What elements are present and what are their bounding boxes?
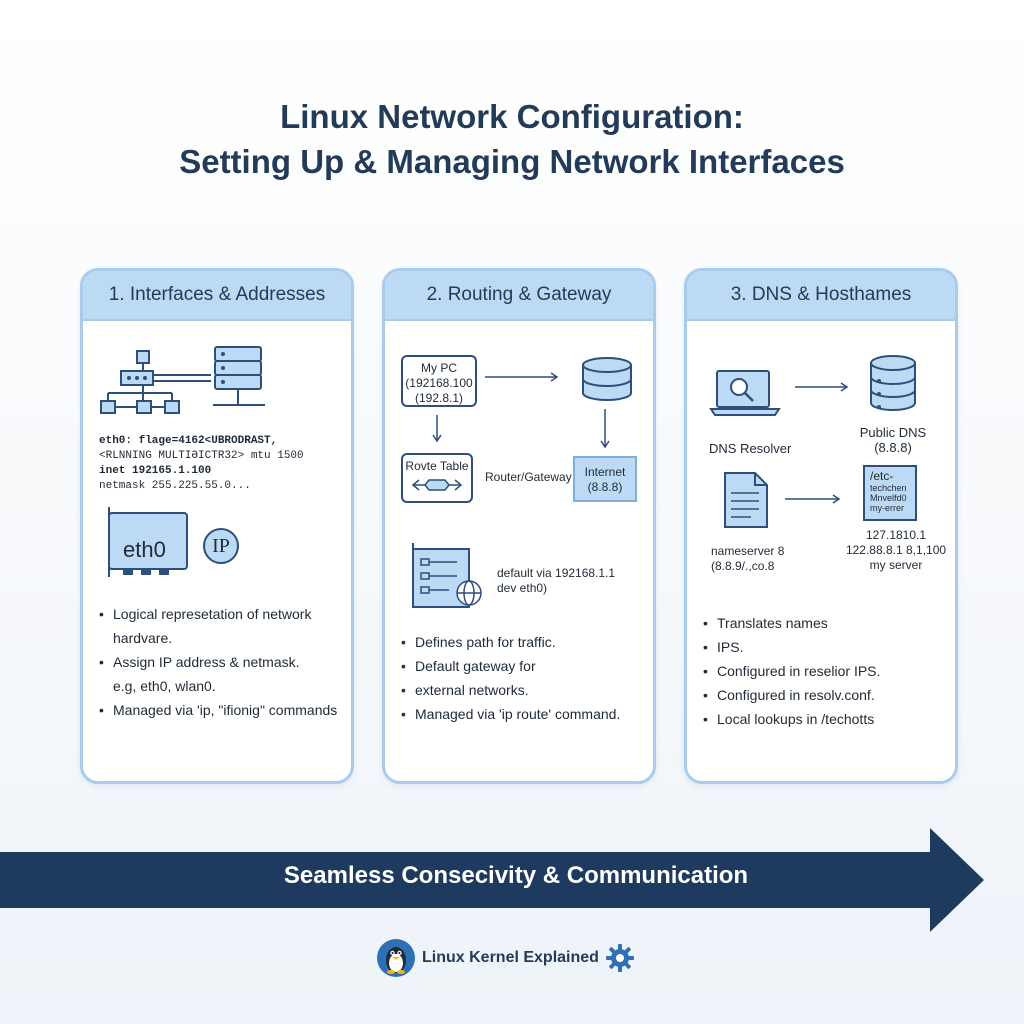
bullet-item: Logical represetation of networkhardvare… xyxy=(99,602,343,650)
gear-icon xyxy=(605,944,634,972)
my-pc-ip: (192168.100 xyxy=(405,376,473,390)
my-pc-label: My PC xyxy=(421,361,457,375)
route-table-label: Rovte Table xyxy=(405,459,469,473)
hosts-line: 127.1810.1 xyxy=(865,528,927,542)
server-rack-icon xyxy=(213,346,265,406)
bullet-item: Assign IP address & netmask.e.g, eth0, w… xyxy=(99,650,343,698)
network-card-icon xyxy=(108,507,188,577)
panel-interfaces-heading: 1. Interfaces & Addresses xyxy=(83,271,351,321)
bullet-item: Managed via 'ip, "ifionig" commands xyxy=(99,698,343,722)
public-dns-label: Public DNS (8.8.8) xyxy=(843,425,943,455)
router-gateway-label: Router/Gateway xyxy=(485,470,572,484)
hosts-line: my server xyxy=(869,558,923,572)
bullet-continuation: external networks. xyxy=(401,678,645,702)
internet-label: Internet xyxy=(584,465,626,479)
etc-file-line: /etc- xyxy=(870,469,894,483)
config-line: inet 192165.1.100 xyxy=(99,465,212,477)
public-dns-ip: (8.8.8) xyxy=(874,440,912,455)
panel-dns: 3. DNS & Hosthames DNS Resolver Public D… xyxy=(684,268,958,784)
hosts-entries: 127.1810.1 122.88.8.1 8,1,100 my server xyxy=(833,528,955,573)
bullet-continuation: Configured in resolv.conf. xyxy=(703,683,947,707)
etc-file-line: Mnvelfd0 xyxy=(870,493,907,503)
route-table-box: Rovte Table xyxy=(401,453,473,503)
page-title-line1: Linux Network Configuration: xyxy=(280,98,744,135)
internet-box: Internet (8.8.8) xyxy=(573,456,637,502)
my-pc-subnet: (192.8.1) xyxy=(414,391,464,405)
config-line: <RLNNING MULTIƏICTR32> mtu 1500 xyxy=(99,450,304,462)
route-entry-line: default via 192168.1.1 xyxy=(497,566,616,580)
banner-arrow xyxy=(0,828,984,932)
default-route-entry: default via 192168.1.1 dev eth0) xyxy=(497,566,615,596)
panel-interfaces-bullets: Logical represetation of networkhardvare… xyxy=(99,602,343,722)
bullet-item: Defines path for traffic. xyxy=(401,630,645,654)
panel-interfaces: 1. Interfaces & Addresses xyxy=(80,268,354,784)
footer-brand: Linux Kernel Explained xyxy=(422,949,599,966)
bullet-continuation: IPS. xyxy=(703,635,947,659)
routing-list-icon xyxy=(412,543,482,608)
network-topology-icon xyxy=(100,350,211,414)
my-pc-box: My PC (192168.100 (192.8.1) xyxy=(401,355,477,407)
dns-arrows xyxy=(785,382,849,504)
database-icon xyxy=(582,357,632,401)
banner-text: Seamless Consecivity & Communication xyxy=(283,862,749,889)
public-dns-name: Public DNS xyxy=(859,425,927,440)
etc-file-line: my-errer xyxy=(870,503,904,513)
document-icon xyxy=(724,472,768,528)
etc-file-line: techchen xyxy=(870,483,907,493)
bullet-item: Managed via 'ip route' command. xyxy=(401,702,645,726)
routing-arrows xyxy=(432,372,610,449)
hosts-line: 122.88.8.1 8,1,100 xyxy=(845,543,947,557)
config-line: eth0: flage=4162<UBRODRAST, xyxy=(99,435,278,447)
bullet-item: Configured in reselior IPS. xyxy=(703,659,947,683)
bullet-continuation: Default gateway for xyxy=(401,654,645,678)
etc-file-box: /etc- techchen Mnvelfd0 my-errer xyxy=(863,465,917,521)
route-arrows-icon xyxy=(411,479,463,491)
config-line: netmask 255.225.55.0... xyxy=(99,480,251,492)
nameserver-line: nameserver 8 xyxy=(711,544,785,558)
nameserver-entry: nameserver 8 (8.8.9/.,co.8 xyxy=(711,544,784,574)
bullet-item: Local lookups in /techotts xyxy=(703,707,947,731)
interface-config-output: eth0: flage=4162<UBRODRAST, <RLNNING MUL… xyxy=(99,434,349,494)
laptop-search-icon xyxy=(709,370,781,416)
bullet-item: Translates names xyxy=(703,611,947,635)
route-entry-line: dev eth0) xyxy=(497,581,548,595)
footer: Linux Kernel Explained xyxy=(376,938,635,978)
nameserver-line: (8.8.9/.,co.8 xyxy=(711,559,775,573)
internet-ip: (8.8.8) xyxy=(587,480,623,494)
panel-routing-bullets: Defines path for traffic. Default gatewa… xyxy=(401,630,645,726)
dns-resolver-label: DNS Resolver xyxy=(709,441,792,456)
nic-label: eth0 xyxy=(123,537,166,562)
panel-dns-heading: 3. DNS & Hosthames xyxy=(687,271,955,321)
page-title-line2: Setting Up & Managing Network Interfaces xyxy=(179,143,845,180)
ip-badge: IP xyxy=(203,528,239,564)
panel-routing-heading: 2. Routing & Gateway xyxy=(385,271,653,321)
dns-server-icon xyxy=(870,355,916,411)
panel-routing: 2. Routing & Gateway My PC (192168.100 (… xyxy=(382,268,656,784)
penguin-logo-icon xyxy=(377,939,415,977)
panel-dns-bullets: Translates names IPS. Configured in rese… xyxy=(703,611,947,731)
